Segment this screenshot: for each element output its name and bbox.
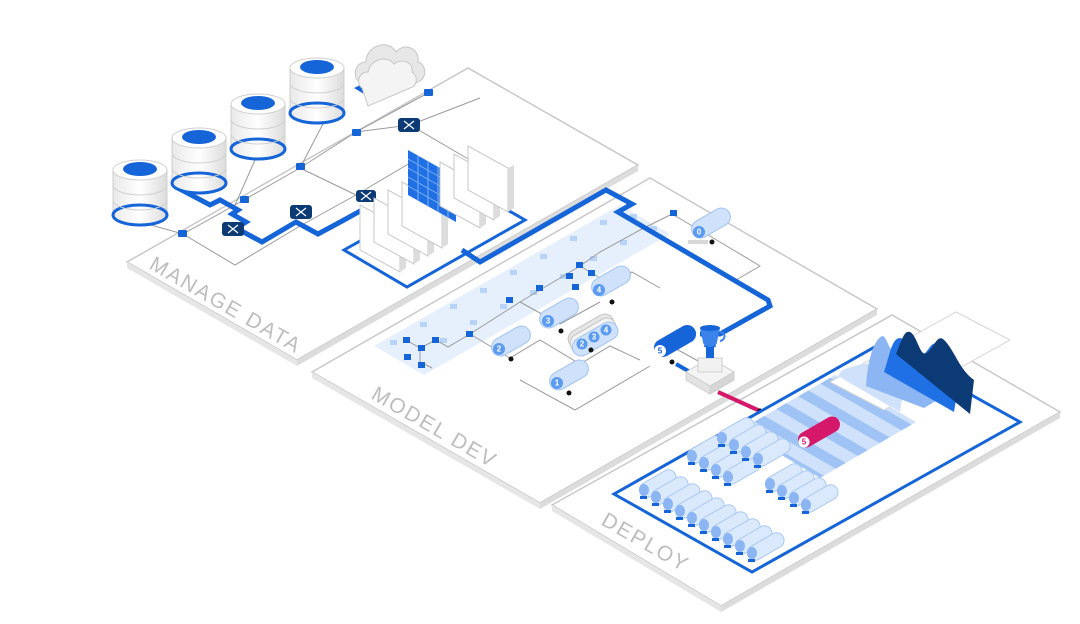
area-chart-icon [828, 311, 1012, 414]
junction-icon [222, 222, 244, 236]
svg-text:3: 3 [592, 333, 597, 342]
replica-capsule [788, 477, 827, 507]
model-badge-stack[interactable]: 2 3 4 [565, 311, 621, 360]
connector-node [352, 129, 361, 136]
replica-capsule [674, 490, 713, 520]
deployed-model-badge[interactable]: 5 [795, 414, 843, 451]
svg-text:1: 1 [555, 379, 560, 388]
svg-text:0: 0 [697, 228, 702, 237]
replica-capsule [638, 469, 677, 499]
cloud-storage-icon [354, 44, 426, 107]
connector-nodes [178, 89, 433, 237]
junction-icon [356, 190, 376, 202]
grid-nodes [403, 210, 677, 368]
main-pipeline-pipe [460, 187, 774, 337]
svg-text:4: 4 [604, 326, 609, 335]
model-badge-3[interactable]: 3 [536, 295, 581, 334]
svg-text:5: 5 [658, 347, 663, 356]
trophy-icon [685, 325, 735, 395]
model-badge-1[interactable]: 1 [546, 357, 591, 396]
server-blade [467, 145, 514, 213]
junction-icon [290, 205, 312, 219]
model-badge-0[interactable]: 0 [688, 205, 734, 245]
junction-icon [398, 118, 420, 132]
connector-node [424, 89, 433, 96]
connector-node [178, 230, 187, 237]
svg-text:2: 2 [580, 340, 585, 349]
merge-junctions [222, 118, 420, 236]
svg-text:2: 2 [497, 345, 502, 354]
svg-text:3: 3 [546, 317, 551, 326]
replica-capsule [752, 438, 791, 468]
replica-capsule [746, 532, 785, 562]
winner-model-badge[interactable]: 5 [651, 322, 700, 374]
server-rack [340, 145, 529, 289]
svg-text:5: 5 [802, 438, 807, 447]
connector-node [296, 163, 305, 170]
connector-node [240, 196, 249, 203]
replica-cluster [638, 417, 839, 562]
replica-capsule [764, 463, 803, 493]
database-icon-1 [111, 159, 169, 227]
replica-capsule [800, 484, 839, 514]
database-icon-4 [288, 57, 346, 125]
experiment-grid [374, 205, 670, 375]
model-badge-2[interactable]: 2 [488, 323, 533, 362]
replica-capsule [710, 511, 749, 541]
replica-capsule [734, 525, 773, 555]
database-icon-3 [229, 93, 287, 161]
replica-capsule [722, 518, 761, 548]
replica-capsule [662, 483, 701, 513]
model-badge-4[interactable]: 4 [588, 263, 633, 305]
database-icon-2 [170, 127, 228, 195]
replica-capsule [650, 476, 689, 506]
svg-text:4: 4 [597, 286, 602, 295]
